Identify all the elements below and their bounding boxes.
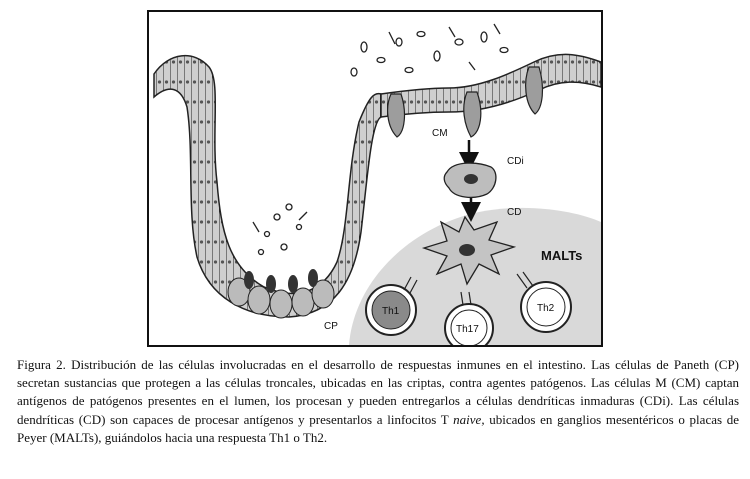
label-th1: Th1 [382, 306, 400, 317]
villus-epithelium [380, 53, 601, 118]
epithelium-diagram: CM CDi CD MALTs CP Th1 Th17 Th2 [153, 23, 601, 345]
th17-cell [444, 303, 494, 345]
label-th2: Th2 [537, 303, 555, 314]
contact-lines [403, 271, 534, 306]
label-cm: CM [432, 128, 448, 139]
caption-text-a: Figura 2. Distribución de las células in… [17, 357, 739, 427]
caption-text-b: ubicados en ganglios mesentéricos o plac… [17, 411, 739, 445]
label-malts: MALTs [541, 248, 582, 263]
caption-text-naive: naive, [453, 411, 485, 427]
crypt-epithelium [153, 54, 382, 318]
secreted-particles [252, 203, 308, 256]
m-cells [387, 66, 544, 138]
label-cdi: CDi [507, 156, 524, 167]
label-cd: CD [507, 207, 521, 218]
label-th17: Th17 [456, 324, 479, 335]
figure-caption: Figura 2. Distribución de las células in… [17, 356, 739, 447]
th2-cell [520, 281, 572, 333]
label-cp: CP [324, 321, 338, 332]
th1-cell [365, 284, 417, 336]
pathogen-particles [350, 23, 509, 77]
paneth-cells [227, 269, 335, 319]
figure-illustration: CM CDi CD MALTs CP Th1 Th17 Th2 [147, 10, 603, 347]
